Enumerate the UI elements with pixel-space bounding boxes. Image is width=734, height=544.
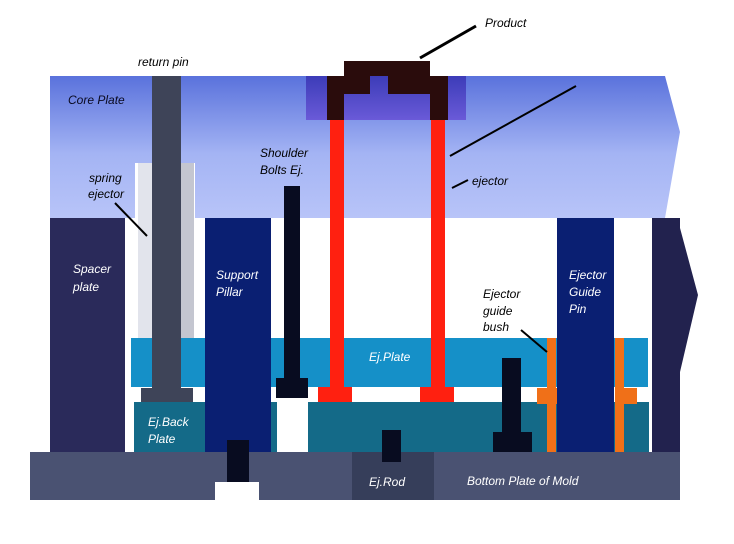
bottom-plate-label: Bottom Plate of Mold [467, 474, 579, 488]
support-pillar-label-2: Pillar [216, 285, 244, 299]
back-plate-bolt [493, 358, 532, 452]
ejector-guide-pin-label-1: Ejector [569, 268, 607, 282]
spacer-plate-label-1: Spacer [73, 262, 112, 276]
bottom-plate-hole [215, 482, 259, 500]
product-leader [419, 24, 477, 60]
return-pin [141, 76, 193, 402]
ejector-guide-bush [537, 338, 637, 452]
ejector-guide-bush-label-2: guide [483, 304, 513, 318]
ejector-pin-right [431, 120, 445, 390]
ejector-guide-pin [557, 218, 614, 452]
ej-rod-label: Ej.Rod [369, 475, 405, 489]
ejector-pins [318, 120, 454, 402]
support-pillar [205, 218, 271, 452]
guide-bush-leader [520, 329, 548, 353]
ej-back-plate-label-2: Plate [148, 432, 176, 446]
ejector-pin-left [330, 120, 344, 390]
ejector-leader-2 [451, 179, 469, 189]
spacer-plate-right [652, 218, 698, 452]
ej-rod-stub [382, 430, 401, 462]
shoulder-bolts-label-1: Shoulder [260, 146, 309, 160]
product [327, 61, 448, 120]
spring-ejector-label-2: ejector [88, 187, 125, 201]
core-plate-label: Core Plate [68, 93, 125, 107]
ejector-label: ejector [472, 174, 509, 188]
bottom-plate [30, 452, 680, 500]
spring-ejector-label-1: spring [89, 171, 122, 185]
spacer-plate-left [50, 218, 125, 452]
spacer-plate-label-2: plate [72, 280, 99, 294]
core-plate [50, 76, 680, 218]
support-pillar-label-1: Support [216, 268, 259, 282]
shoulder-bolts-label-2: Bolts Ej. [260, 163, 304, 177]
ejector-guide-pin-label-2: Guide [569, 285, 601, 299]
shoulder-bolt [276, 186, 308, 398]
bottom-bolt [227, 440, 249, 482]
spring-ejector-leader [114, 202, 148, 237]
ejector-guide-bush-label-3: bush [483, 320, 509, 334]
ejector-guide-pin-label-3: Pin [569, 302, 587, 316]
ejector-leader-1 [449, 85, 577, 157]
product-label: Product [485, 16, 527, 30]
return-pin-label: return pin [138, 55, 189, 69]
ej-back-plate-label-1: Ej.Back [148, 415, 190, 429]
ej-plate-label: Ej.Plate [369, 350, 411, 364]
ejector-guide-bush-label-1: Ejector [483, 287, 521, 301]
